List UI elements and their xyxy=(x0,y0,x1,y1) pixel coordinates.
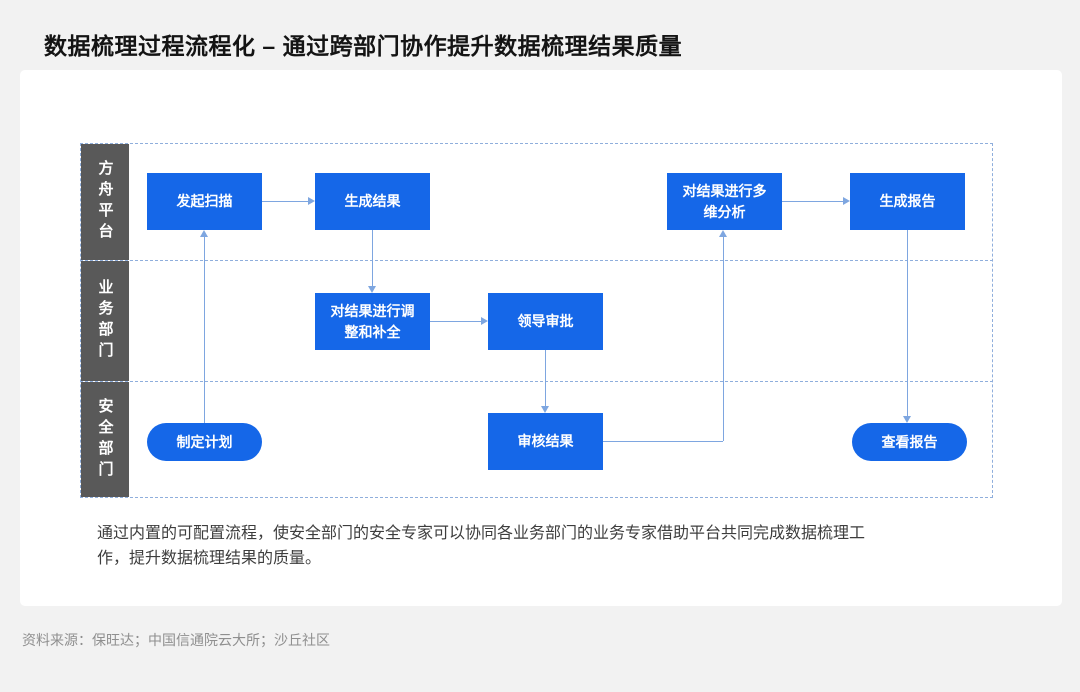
node-generate-results: 生成结果 xyxy=(315,173,430,230)
node-generate-report: 生成报告 xyxy=(850,173,965,230)
arrowhead-right xyxy=(843,197,850,205)
arrowhead-down xyxy=(903,416,911,423)
connector-review-elbow-v xyxy=(723,236,724,441)
node-leader-approval: 领导审批 xyxy=(488,293,603,350)
node-multi-analysis: 对结果进行多维分析 xyxy=(667,173,782,230)
connector-scan-to-results xyxy=(262,201,309,202)
diagram-frame xyxy=(80,143,993,498)
connector-report-to-view xyxy=(907,230,908,417)
lane-label: 方舟平台 xyxy=(96,160,114,244)
arrowhead-right xyxy=(481,317,488,325)
connector-plan-to-scan xyxy=(204,236,205,423)
lane-label: 业务部门 xyxy=(96,279,114,363)
node-make-plan: 制定计划 xyxy=(147,423,262,461)
lane-label: 安全部门 xyxy=(96,397,114,482)
lane-ark-platform: 方舟平台 xyxy=(81,144,129,260)
node-initiate-scan: 发起扫描 xyxy=(147,173,262,230)
lane-business-dept: 业务部门 xyxy=(81,261,129,381)
arrowhead-up xyxy=(719,230,727,237)
page-title: 数据梳理过程流程化 – 通过跨部门协作提升数据梳理结果质量 xyxy=(44,33,683,59)
lane-separator-1 xyxy=(80,260,993,261)
source-note: 资料来源：保旺达；中国信通院云大所；沙丘社区 xyxy=(22,632,330,648)
connector-review-elbow-h xyxy=(603,441,723,442)
node-adjust-complete: 对结果进行调整和补全 xyxy=(315,293,430,350)
connector-approval-to-review xyxy=(545,350,546,407)
connector-analysis-to-report xyxy=(782,201,844,202)
arrowhead-up xyxy=(200,230,208,237)
lane-separator-2 xyxy=(80,381,993,382)
description-text: 通过内置的可配置流程，使安全部门的安全专家可以协同各业务部门的业务专家借助平台共… xyxy=(97,525,866,567)
node-view-report: 查看报告 xyxy=(852,423,967,461)
lane-security-dept: 安全部门 xyxy=(81,382,129,497)
arrowhead-down xyxy=(368,286,376,293)
arrowhead-right xyxy=(308,197,315,205)
connector-results-to-adjust xyxy=(372,230,373,287)
node-review-results: 审核结果 xyxy=(488,413,603,470)
connector-adjust-to-approval xyxy=(430,321,482,322)
arrowhead-down xyxy=(541,406,549,413)
